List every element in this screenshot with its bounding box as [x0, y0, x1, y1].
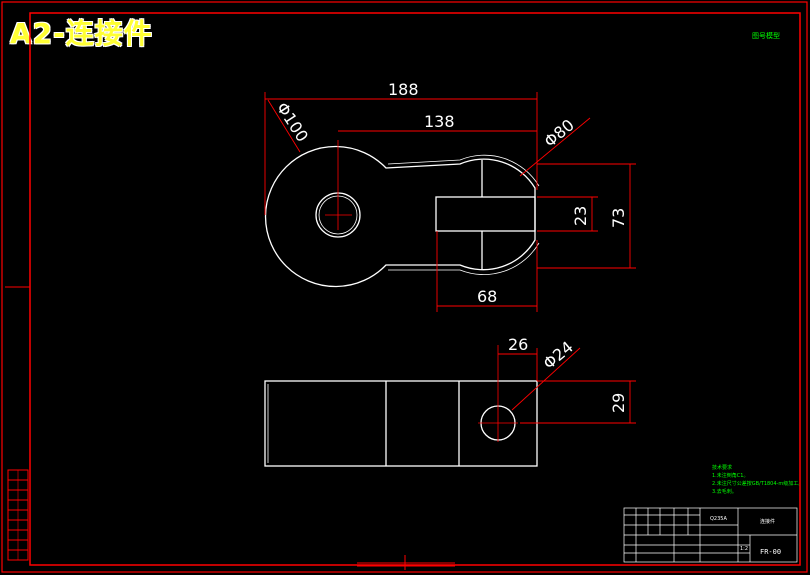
- dim-29: 29: [609, 393, 628, 413]
- technical-notes: 技术要求 1.未注倒角C1。 2.未注尺寸公差按GB/T1804-m级加工。 3…: [712, 464, 803, 496]
- notes-line-2: 2.未注尺寸公差按GB/T1804-m级加工。: [712, 481, 804, 487]
- top-view-dimension-lines: [264, 92, 636, 312]
- notes-line-1: 1.未注倒角C1。: [712, 473, 749, 479]
- bottom-scale-bar: [357, 555, 455, 570]
- title-block-code: FR-00: [760, 548, 781, 556]
- title-block-name: 连接件: [760, 518, 775, 525]
- side-binding-box: [7, 469, 29, 561]
- dim-73: 73: [609, 208, 628, 228]
- title-block-scale: 1:2: [740, 546, 748, 552]
- dim-68: 68: [477, 287, 497, 306]
- inner-frame: [29, 12, 801, 566]
- title-block-material: Q235A: [710, 516, 727, 522]
- dim-188: 188: [388, 80, 419, 99]
- top-view-outline: [264, 145, 540, 288]
- notes-heading: 技术要求: [712, 465, 733, 471]
- front-view-centerlines: [478, 345, 518, 442]
- title-block: [623, 507, 798, 563]
- front-view-dimension-lines: [498, 347, 636, 424]
- dim-phi100: Φ100: [273, 99, 312, 146]
- dim-138: 138: [424, 112, 455, 131]
- dim-phi80: Φ80: [540, 115, 577, 151]
- top-view-centerlines: [325, 140, 352, 230]
- dim-26: 26: [508, 335, 528, 354]
- notes-line-3: 3.去毛刺。: [712, 489, 737, 495]
- drawing-code-note: 图号模型: [752, 32, 780, 40]
- dim-23: 23: [571, 206, 590, 226]
- front-view-outline: [264, 380, 538, 467]
- drawing-title: A2-连接件: [10, 17, 153, 50]
